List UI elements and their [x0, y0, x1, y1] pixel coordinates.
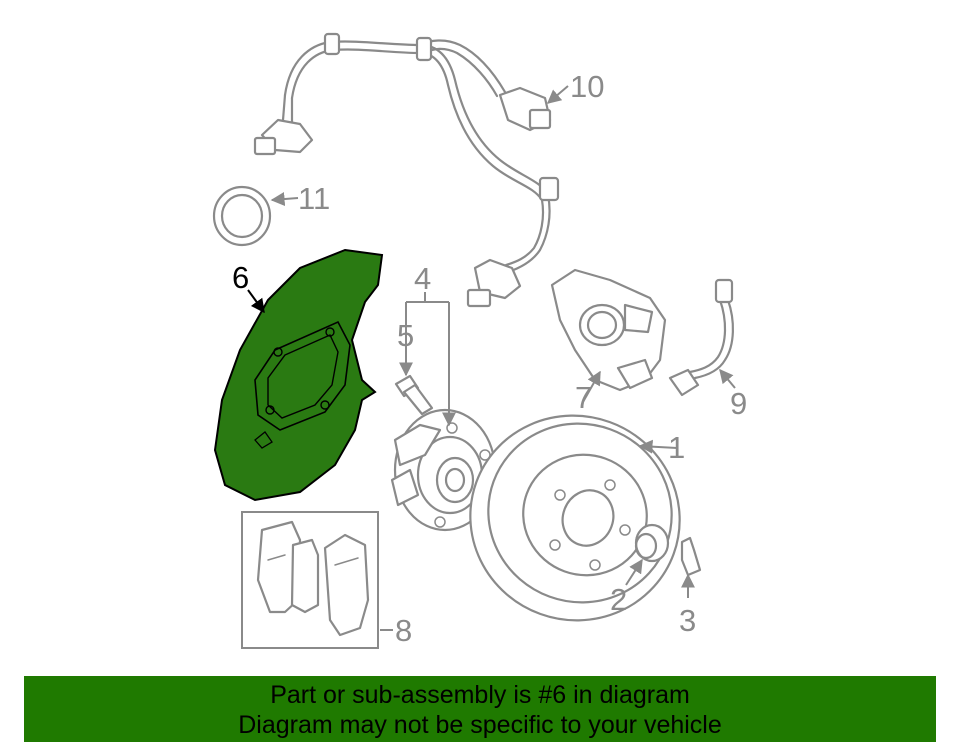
callout-4: 4 [414, 261, 431, 296]
banner-line-1: Part or sub-assembly is #6 in diagram [270, 681, 690, 709]
callout-8: 8 [395, 613, 412, 648]
parts-diagram: 10 11 6 4 5 7 9 1 2 3 8 [212, 32, 747, 649]
callout-1: 1 [668, 430, 685, 465]
info-banner: Part or sub-assembly is #6 in diagram Di… [24, 676, 936, 742]
abs-wiring-harness [253, 32, 560, 308]
brake-hose [668, 278, 735, 397]
hub-bolt [394, 374, 434, 416]
wheel-hub-bearing [390, 408, 497, 532]
callout-labels: 10 11 6 4 5 7 9 1 2 3 8 [232, 69, 747, 648]
seal-ring [212, 185, 272, 247]
retaining-clip [680, 536, 702, 577]
banner-line-2: Diagram may not be specific to your vehi… [238, 711, 722, 739]
leader-lines [247, 85, 736, 631]
brake-caliper [550, 268, 667, 392]
callout-2: 2 [610, 582, 627, 617]
callout-9: 9 [730, 386, 747, 421]
callout-5: 5 [397, 318, 414, 353]
callout-7: 7 [575, 380, 592, 415]
brake-pad-kit [241, 511, 379, 649]
brake-backing-plate [213, 248, 384, 502]
callout-3: 3 [679, 603, 696, 638]
callout-10: 10 [570, 69, 604, 104]
brake-rotor [469, 414, 681, 622]
callout-6: 6 [232, 260, 249, 295]
callout-11: 11 [298, 181, 330, 216]
hub-cap [634, 523, 670, 563]
